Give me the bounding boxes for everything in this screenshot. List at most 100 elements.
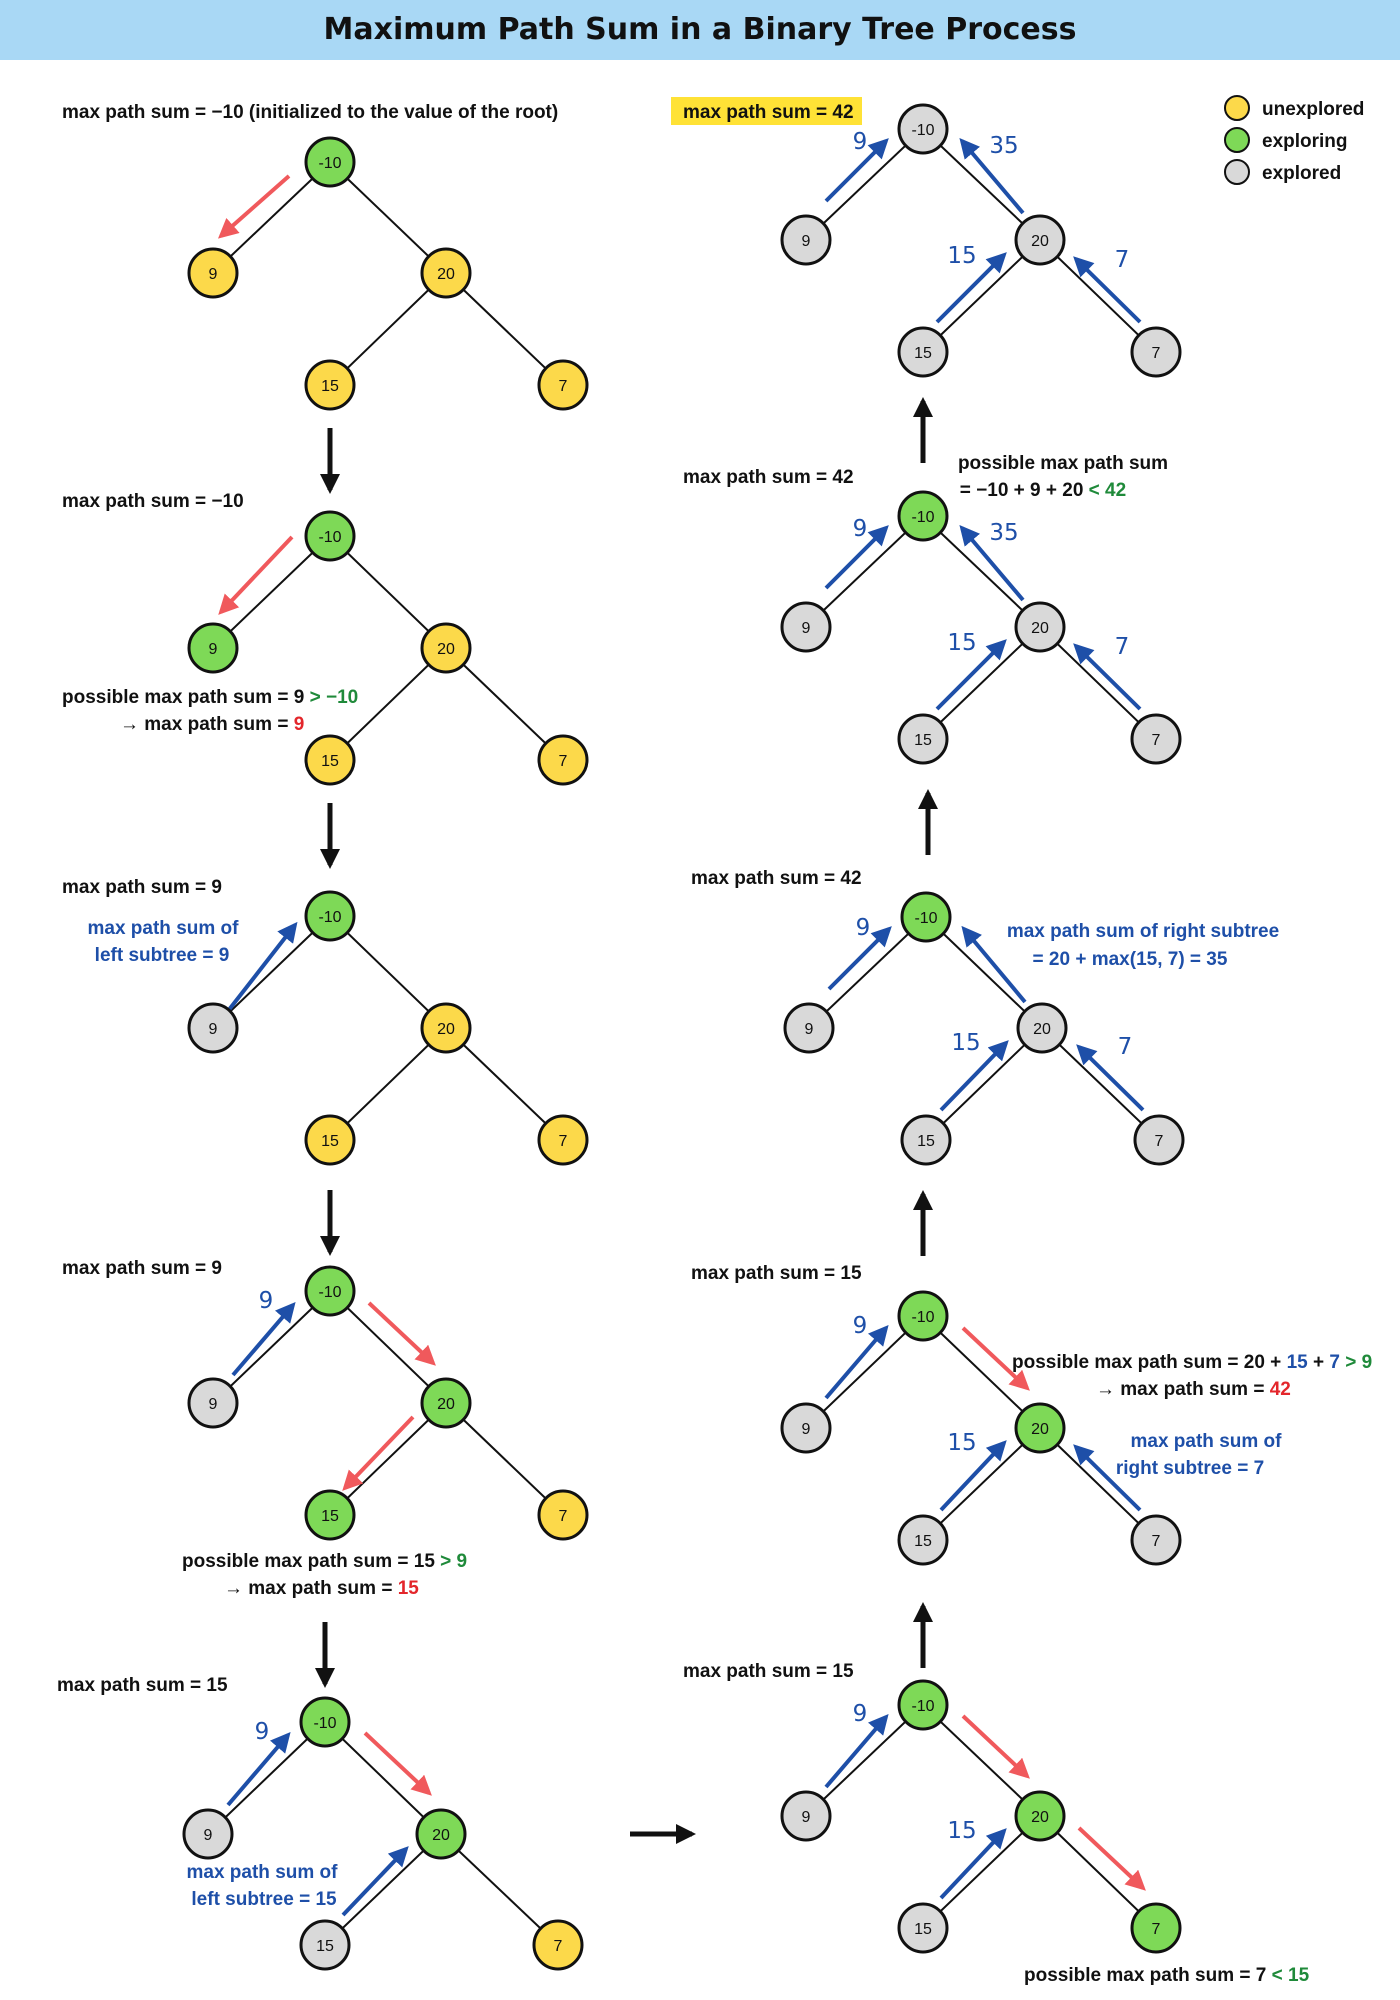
svg-text:9: 9 xyxy=(802,1421,811,1438)
return-arrow xyxy=(1076,1044,1145,1112)
step-max-label: max path sum = −10 xyxy=(62,491,244,512)
descend-arrow xyxy=(218,535,294,615)
return-arrow xyxy=(231,1301,296,1377)
return-arrow xyxy=(1073,256,1142,324)
return-arrow xyxy=(959,137,1025,215)
tree-node-root: -10 xyxy=(897,490,949,542)
svg-text:20: 20 xyxy=(1031,1421,1049,1438)
tree-edge xyxy=(329,535,447,649)
legend-swatch-unexplored xyxy=(1224,95,1250,121)
step-2: max path sum = −10 -10 9 20 15 7 possibl… xyxy=(62,491,589,786)
tree-node-root: -10 xyxy=(900,891,952,943)
svg-text:-10: -10 xyxy=(318,529,341,546)
descend-arrow xyxy=(961,1326,1030,1391)
svg-text:15: 15 xyxy=(914,732,932,749)
return-arrow xyxy=(341,1846,409,1917)
svg-text:-10: -10 xyxy=(911,122,934,139)
tree-node-right-left: 15 xyxy=(304,1489,356,1541)
tree-node-left: 9 xyxy=(187,247,239,299)
tree-node-right-left: 15 xyxy=(299,1919,351,1971)
tree-edge xyxy=(212,161,331,274)
return-value-left: 9 xyxy=(259,1288,274,1314)
return-arrow xyxy=(824,1324,889,1400)
svg-text:9: 9 xyxy=(802,620,811,637)
svg-text:7: 7 xyxy=(1152,732,1161,749)
return-value-right-left: 15 xyxy=(947,1818,976,1844)
tree-node-root: -10 xyxy=(897,1679,949,1731)
svg-text:15: 15 xyxy=(914,1533,932,1550)
tree-edge xyxy=(922,1704,1041,1817)
svg-text:7: 7 xyxy=(1155,1133,1164,1150)
tree-edge xyxy=(925,1027,1043,1141)
return-value-right: 35 xyxy=(989,133,1018,159)
return-value-right-right: 7 xyxy=(1118,1034,1133,1060)
possible-sum-label: possible max path sum = 20 + 15 + 7 > 9 xyxy=(1012,1352,1372,1373)
possible-sum-line1: possible max path sum xyxy=(958,453,1168,474)
tree-edge xyxy=(925,916,1043,1029)
tree-edge xyxy=(445,1027,564,1141)
tree-node-right-left: 15 xyxy=(897,1902,949,1954)
possible-sum-label: possible max path sum = 7 < 15 xyxy=(1024,1965,1310,1986)
legend-label-exploring: exploring xyxy=(1262,131,1348,152)
svg-text:15: 15 xyxy=(321,1133,339,1150)
tree-node-left: 9 xyxy=(182,1808,234,1860)
tree-edge xyxy=(445,272,564,386)
tree-node-root: -10 xyxy=(304,510,356,562)
tree-edge xyxy=(329,1027,447,1141)
tree-edge xyxy=(1039,1427,1157,1541)
tree-node-right-right: 7 xyxy=(1133,1114,1185,1166)
tree-node-right-right: 7 xyxy=(537,1489,589,1541)
tree-edge xyxy=(1039,626,1157,740)
tree-node-right-left: 15 xyxy=(900,1114,952,1166)
tree-edge xyxy=(805,128,924,241)
svg-text:15: 15 xyxy=(914,345,932,362)
tree-edge xyxy=(805,515,924,628)
tree-node-right-right: 7 xyxy=(1130,1514,1182,1566)
tree-node-left: 9 xyxy=(780,601,832,653)
svg-text:20: 20 xyxy=(1033,1021,1051,1038)
tree-node-root: -10 xyxy=(304,1265,356,1317)
tree-edge xyxy=(445,647,564,761)
subtree-note-line2: = 20 + max(15, 7) = 35 xyxy=(1033,949,1228,970)
svg-text:15: 15 xyxy=(914,1921,932,1938)
svg-text:15: 15 xyxy=(321,1508,339,1525)
svg-text:9: 9 xyxy=(802,233,811,250)
max-update-label: → max path sum = 9 xyxy=(120,714,304,735)
tree-node-left: 9 xyxy=(780,1402,832,1454)
tree-edge xyxy=(808,916,927,1029)
return-value-left: 9 xyxy=(853,1701,868,1727)
tree-node-right: 20 xyxy=(1014,1402,1066,1454)
descend-arrow xyxy=(363,1731,432,1796)
legend-label-unexplored: unexplored xyxy=(1262,99,1364,120)
return-arrow xyxy=(935,252,1007,324)
possible-sum-label: possible max path sum = 15 > 9 xyxy=(182,1551,467,1572)
final-max-highlight xyxy=(671,97,862,125)
svg-text:20: 20 xyxy=(437,1396,455,1413)
svg-text:9: 9 xyxy=(805,1021,814,1038)
tree-node-right: 20 xyxy=(1014,601,1066,653)
svg-text:7: 7 xyxy=(559,1133,568,1150)
return-arrow xyxy=(961,925,1027,1004)
tree-edge xyxy=(445,1402,564,1516)
subtree-note-line2: left subtree = 15 xyxy=(191,1889,337,1910)
return-arrow xyxy=(939,1440,1007,1512)
tree-node-left: 9 xyxy=(187,1002,239,1054)
subtree-note-line1: max path sum of xyxy=(88,918,240,939)
svg-text:9: 9 xyxy=(209,266,218,283)
legend: unexplored exploring explored xyxy=(1224,95,1364,185)
descend-arrow xyxy=(1077,1826,1146,1891)
return-arrow xyxy=(824,525,889,590)
tree-edge xyxy=(1041,1027,1160,1141)
tree-node-right-left: 15 xyxy=(304,734,356,786)
tree-edge xyxy=(324,1833,442,1946)
step-8: max path sum = 42 -10 9 20 15 7 9 15 7 m… xyxy=(691,868,1279,1166)
svg-text:-10: -10 xyxy=(911,1698,934,1715)
tree-edge xyxy=(329,272,447,386)
tree-node-right-right: 7 xyxy=(1130,326,1182,378)
tree-edge xyxy=(922,239,1041,353)
return-value-left: 9 xyxy=(856,915,871,941)
subtree-note-line1: max path sum of right subtree xyxy=(1007,921,1279,942)
svg-text:7: 7 xyxy=(559,753,568,770)
step-10: max path sum = 42 -10 9 20 15 7 9 35 15 … xyxy=(671,97,1182,378)
tree-node-root: -10 xyxy=(897,1290,949,1342)
